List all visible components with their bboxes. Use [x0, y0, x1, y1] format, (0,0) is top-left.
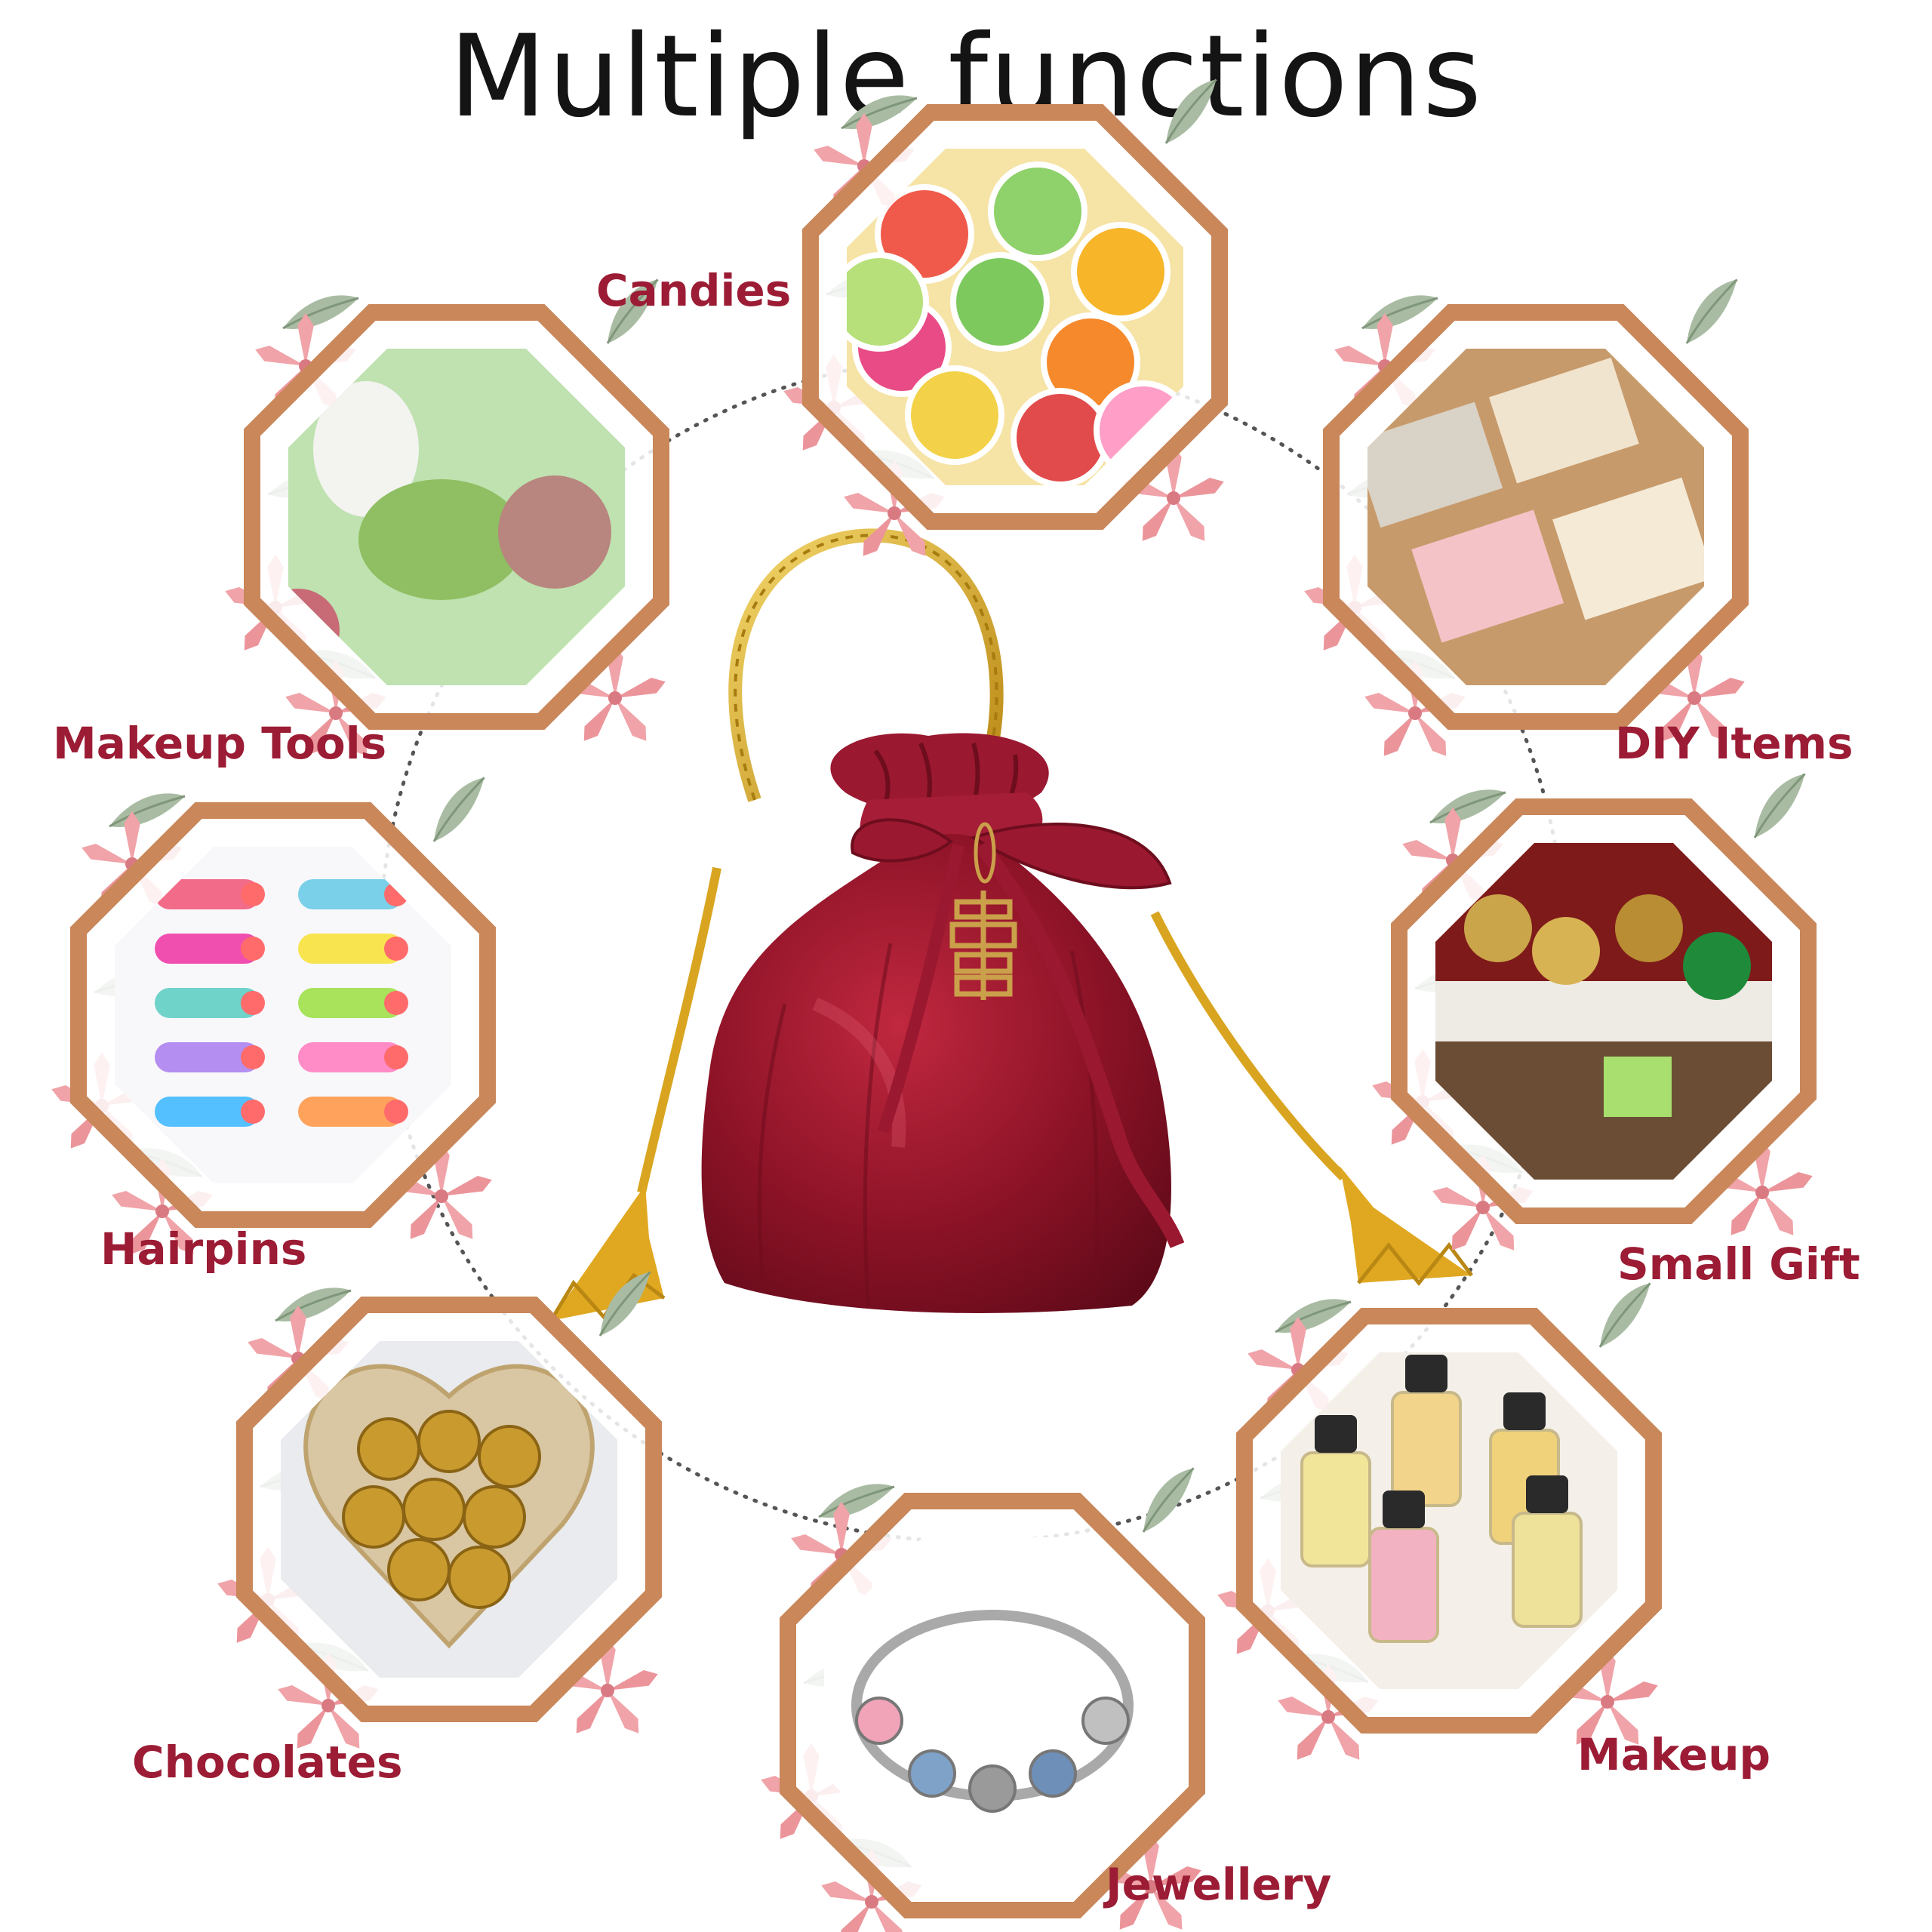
octagon-frame: [244, 304, 669, 730]
octagon-frame: [1236, 1308, 1662, 1734]
label-candies: Candies: [596, 265, 791, 316]
octagon-frame: [1323, 304, 1749, 730]
label-chocolates: Chocolates: [132, 1737, 403, 1788]
makeup-sponges-photo: [222, 275, 675, 761]
tile-photo: [115, 847, 451, 1183]
tile-photo: [847, 149, 1183, 485]
hairpins-photo: [48, 774, 501, 1260]
tile-photo: [1281, 1352, 1617, 1689]
octagon-frame: [70, 802, 496, 1228]
label-jewellery: Jewellery: [1103, 1859, 1331, 1910]
center-gift-bag: [549, 528, 1473, 1322]
octagon-frame: [802, 104, 1228, 530]
charm-bracelet-photo: [758, 1464, 1211, 1932]
tile-photo: [1367, 349, 1704, 685]
tile-photo: [824, 1537, 1161, 1874]
octagon-frame: [1391, 798, 1817, 1224]
octagon-frame: [780, 1493, 1205, 1918]
small-gift-box-photo: [1369, 770, 1822, 1256]
perfume-bottles-photo: [1214, 1279, 1667, 1765]
candies-photo: [780, 75, 1233, 561]
chocolates-photo: [214, 1268, 667, 1754]
label-small-gift: Small Gift: [1617, 1238, 1860, 1290]
soap-bars-photo: [1301, 275, 1754, 761]
label-makeup: Makeup: [1577, 1729, 1770, 1780]
tile-photo: [281, 1341, 617, 1678]
label-makeup-tools: Makeup Tools: [53, 718, 386, 769]
label-diy-items: DIY Items: [1615, 718, 1854, 769]
label-hairpins: Hairpins: [100, 1223, 306, 1275]
octagon-frame: [236, 1297, 662, 1722]
double-happiness-pendant: [949, 891, 1017, 1000]
